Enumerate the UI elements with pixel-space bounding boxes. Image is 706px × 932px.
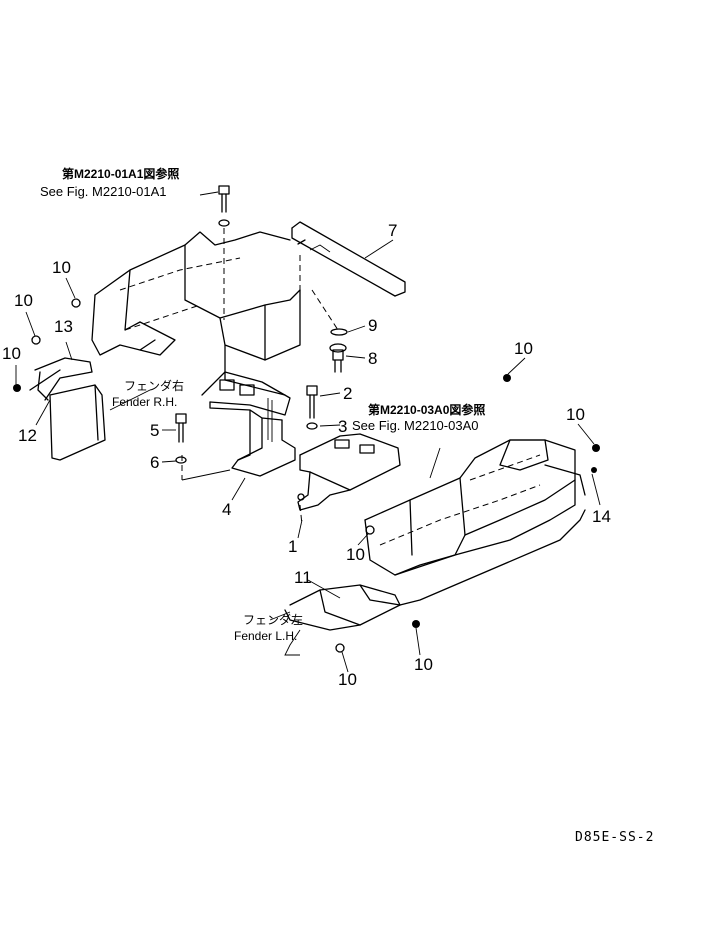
- fender-lh-assembly: [284, 439, 586, 656]
- bolt-2-washer-3: [306, 385, 318, 430]
- bolt-top: [218, 185, 230, 320]
- part-number-10-d: 10: [514, 339, 533, 358]
- fender-lh-jp: フェンダ左: [243, 613, 304, 627]
- part-number-10-c: 10: [2, 344, 21, 363]
- bolt-5-washer-6: [175, 413, 187, 464]
- part-number-1: 1: [288, 537, 298, 556]
- fender-rh-assembly: [29, 231, 301, 461]
- part-number-10-a: 10: [52, 258, 71, 277]
- part-number-14: 14: [592, 507, 611, 526]
- ref-mid-en: See Fig. M2210-03A0: [352, 418, 479, 433]
- leader-lines: [15, 191, 601, 673]
- part-number-10-b: 10: [14, 291, 33, 310]
- washer-bolt-9-8: [311, 289, 348, 373]
- fender-rh-en: Fender R.H.: [112, 395, 178, 409]
- support-part-1: [297, 433, 401, 526]
- ref-top-en: See Fig. M2210-01A1: [40, 184, 167, 199]
- bracket-part-7: [291, 221, 406, 297]
- part-number-2: 2: [343, 384, 353, 403]
- fender-rh-jp: フェンダ右: [124, 379, 185, 393]
- part-number-3: 3: [338, 417, 348, 436]
- ref-mid-jp: 第M2210-03A0図参照: [368, 403, 486, 417]
- part-number-10-f: 10: [346, 545, 365, 564]
- part-number-12: 12: [18, 426, 37, 445]
- part-number-10-g: 10: [414, 655, 433, 674]
- part-number-9: 9: [368, 316, 378, 335]
- part-number-5: 5: [150, 421, 160, 440]
- ref-top-jp: 第M2210-01A1図参照: [62, 167, 180, 181]
- drawing-code: D85E-SS-2: [575, 830, 655, 845]
- part-number-8: 8: [368, 349, 378, 368]
- part-number-6: 6: [150, 453, 160, 472]
- part-number-11: 11: [294, 568, 312, 587]
- part-number-13: 13: [54, 317, 73, 336]
- part-number-7: 7: [388, 221, 398, 240]
- part-number-10-e: 10: [566, 405, 585, 424]
- caps-10: [13, 298, 600, 653]
- part-number-10-h: 10: [338, 670, 357, 689]
- support-part-4: [181, 371, 296, 481]
- part-number-4: 4: [222, 500, 232, 519]
- fender-lh-en: Fender L.H.: [234, 629, 298, 643]
